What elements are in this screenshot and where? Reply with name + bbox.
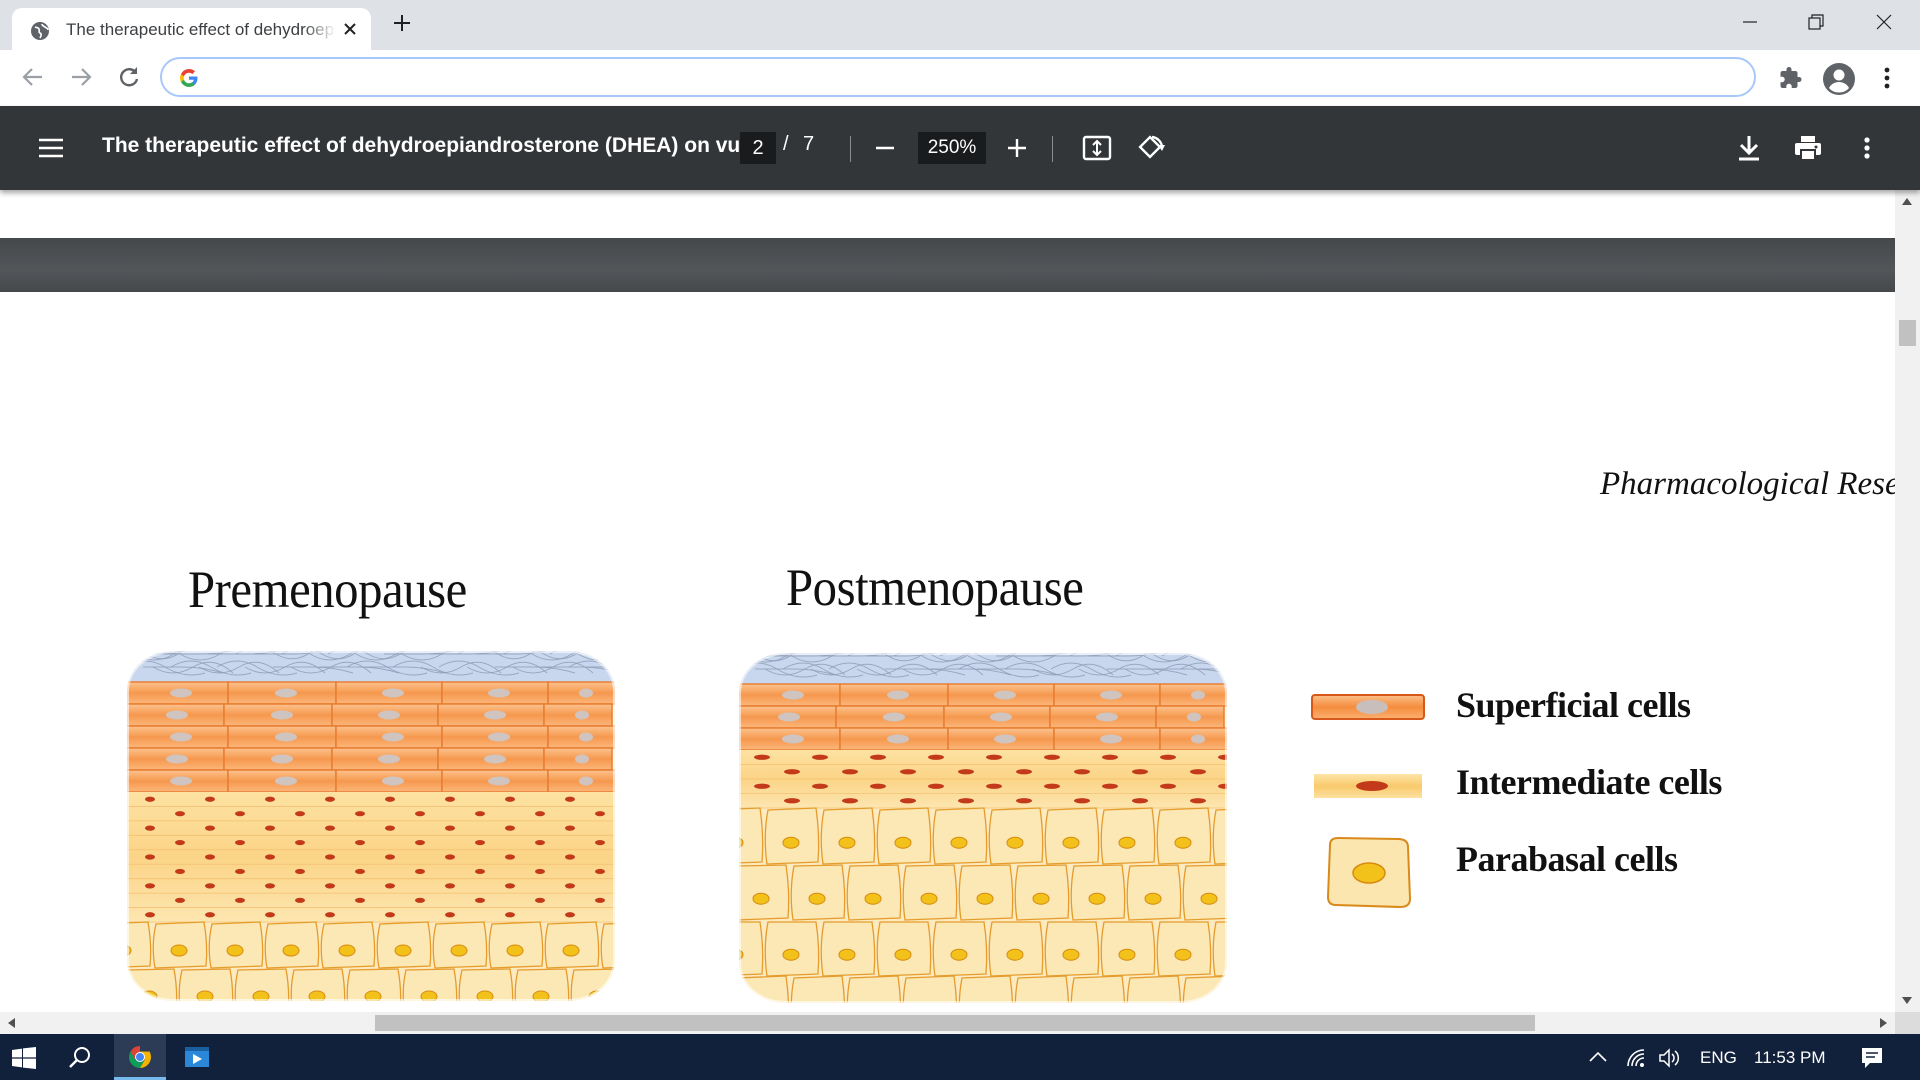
legend-label-parabasal: Parabasal cells	[1456, 839, 1678, 879]
active-app-indicator	[114, 1077, 166, 1080]
restore-button[interactable]	[1806, 12, 1826, 32]
page-number-input[interactable]: 2	[740, 132, 776, 164]
volume-icon[interactable]	[1658, 1047, 1682, 1069]
rotate-icon[interactable]	[1136, 133, 1166, 163]
pdf-title: The therapeutic effect of dehydroepiandr…	[102, 134, 758, 157]
input-language[interactable]: ENG	[1700, 1048, 1737, 1067]
legend-label-superficial: Superficial cells	[1456, 685, 1691, 725]
chevron-up-icon[interactable]	[1588, 1050, 1608, 1064]
extensions-icon[interactable]	[1779, 66, 1803, 90]
address-bar[interactable]	[160, 57, 1756, 97]
back-button[interactable]	[20, 64, 46, 90]
page-total: 7	[803, 133, 815, 155]
globe-icon	[30, 21, 50, 41]
browser-toolbar	[0, 50, 1920, 106]
zoom-in-icon[interactable]	[1006, 136, 1028, 158]
wifi-icon[interactable]	[1626, 1048, 1648, 1068]
figure-title-premenopause: Premenopause	[188, 561, 467, 619]
close-tab-icon[interactable]	[342, 21, 358, 37]
zoom-level-input[interactable]: 250%	[918, 132, 986, 164]
minimize-button[interactable]	[1740, 12, 1760, 32]
legend-label-intermediate: Intermediate cells	[1456, 762, 1722, 802]
notification-icon[interactable]	[1860, 1046, 1884, 1070]
toolbar-divider	[850, 136, 851, 162]
toolbar-divider	[1052, 136, 1053, 162]
scroll-left-arrow-icon[interactable]	[8, 1018, 15, 1028]
page-separator: /	[783, 133, 789, 155]
new-tab-button[interactable]	[392, 13, 412, 33]
close-window-button[interactable]	[1874, 12, 1894, 32]
page-separator-band	[0, 238, 1895, 292]
fit-page-icon[interactable]	[1082, 134, 1112, 162]
vertical-scroll-thumb[interactable]	[1899, 320, 1916, 346]
profile-icon[interactable]	[1822, 62, 1856, 96]
pdf-document-area[interactable]: Pharmacological Rese Premenopause Postme…	[0, 190, 1895, 1012]
tab-strip: The therapeutic effect of dehydroepiandr…	[0, 0, 1920, 50]
download-icon[interactable]	[1737, 134, 1761, 162]
running-header: Pharmacological Rese	[1600, 466, 1895, 502]
print-icon[interactable]	[1794, 134, 1822, 162]
parabasal-cell-icon	[1326, 836, 1412, 909]
search-icon[interactable]	[68, 1046, 92, 1070]
url-input[interactable]	[210, 65, 1714, 91]
system-clock[interactable]: 11:53 PM	[1754, 1048, 1826, 1067]
scrollbar-corner	[1895, 1012, 1920, 1034]
scroll-down-arrow-icon[interactable]	[1902, 997, 1912, 1004]
menu-dots-icon[interactable]	[1881, 66, 1893, 90]
forward-button[interactable]	[68, 64, 94, 90]
horizontal-scroll-thumb[interactable]	[375, 1015, 1535, 1031]
postmenopause-tissue-illustration	[738, 652, 1228, 1004]
figure-title-postmenopause: Postmenopause	[786, 559, 1084, 617]
more-icon[interactable]	[1862, 136, 1872, 160]
windows-taskbar: ENG 11:53 PM	[0, 1034, 1920, 1080]
chrome-icon[interactable]	[128, 1045, 152, 1069]
premenopause-tissue-illustration	[126, 650, 616, 1002]
app-icon[interactable]	[184, 1045, 210, 1069]
intermediate-cell-icon	[1314, 774, 1422, 798]
reload-button[interactable]	[116, 64, 142, 90]
scroll-up-arrow-icon[interactable]	[1902, 198, 1912, 205]
pdf-toolbar: The therapeutic effect of dehydroepiandr…	[0, 106, 1920, 190]
scroll-right-arrow-icon[interactable]	[1880, 1018, 1887, 1028]
browser-tab[interactable]: The therapeutic effect of dehydroepiandr…	[12, 8, 371, 50]
horizontal-scrollbar[interactable]	[0, 1012, 1895, 1034]
superficial-cell-icon	[1311, 694, 1425, 720]
vertical-scrollbar[interactable]	[1895, 190, 1920, 1012]
google-icon	[179, 68, 199, 88]
tab-title: The therapeutic effect of dehydroepiandr…	[66, 20, 336, 39]
zoom-out-icon[interactable]	[874, 136, 896, 158]
windows-start-icon[interactable]	[12, 1047, 36, 1069]
menu-icon[interactable]	[38, 137, 64, 159]
